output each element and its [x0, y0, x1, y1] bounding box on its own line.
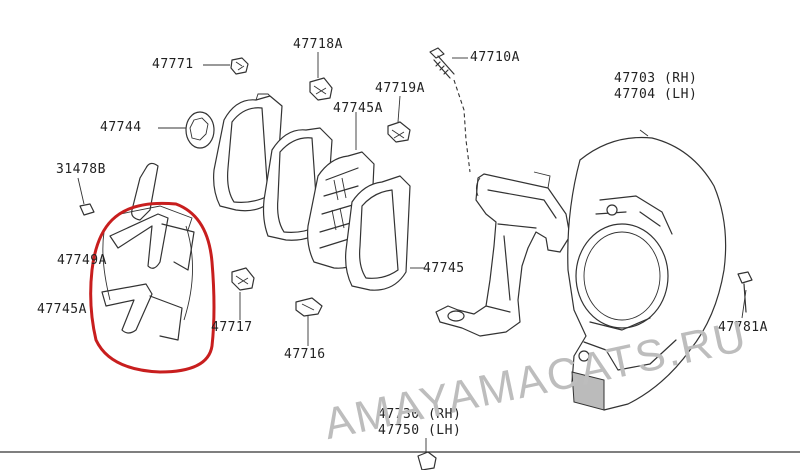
label-47716: 47716 [284, 347, 326, 362]
label-47704: 47704 (LH) [614, 87, 698, 102]
part-47771-clip [203, 57, 249, 75]
label-47749a: 47749A [57, 253, 107, 268]
label-47718a: 47718A [293, 37, 343, 52]
label-47745a-top: 47745A [333, 101, 383, 116]
part-47730-caliper [417, 438, 437, 470]
red-highlight-circle [89, 201, 216, 374]
part-31478b-bolt [77, 177, 95, 216]
part-47749a-anti-rattle-spring [101, 162, 195, 341]
label-47745: 47745 [423, 261, 465, 276]
label-47710a: 47710A [470, 50, 520, 65]
part-47744-anti-squeal-plate [158, 111, 215, 149]
part-47745-shim [345, 175, 424, 291]
label-47719a: 47719A [375, 81, 425, 96]
part-47781a-bolt [737, 271, 753, 319]
label-47717: 47717 [211, 320, 253, 335]
part-47716-clip [295, 297, 323, 346]
label-47730: 47730 (RH) [378, 407, 462, 422]
part-47703-dust-cover [567, 129, 727, 411]
part-caliper-bracket [435, 171, 571, 337]
part-47718a-clip [309, 52, 333, 101]
label-47771: 47771 [152, 57, 194, 72]
part-47719a-clip [387, 95, 411, 143]
label-47703: 47703 (RH) [614, 71, 698, 86]
part-47710a-bolt [429, 47, 471, 173]
label-47781a: 47781A [718, 320, 768, 335]
label-47750: 47750 (LH) [378, 423, 462, 438]
label-47745a-left: 47745A [37, 302, 87, 317]
part-brake-pad-inner [213, 93, 283, 212]
label-31478b: 31478B [56, 162, 106, 177]
label-47744: 47744 [100, 120, 142, 135]
part-47717-clip [231, 267, 255, 320]
